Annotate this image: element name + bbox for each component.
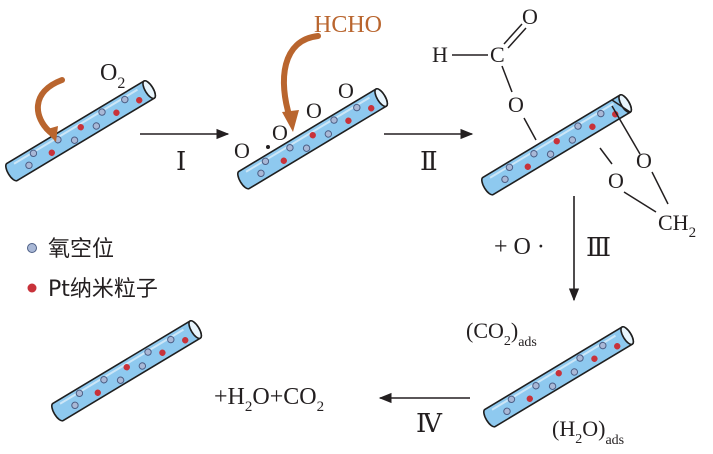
bond-o-surface — [523, 117, 537, 141]
formate-h: H — [432, 42, 448, 67]
formate-c: C — [490, 42, 505, 67]
o2-label: O2 — [100, 60, 125, 92]
curved-arrow-hcho-head — [282, 110, 299, 132]
step-label-2: Ⅱ — [420, 147, 438, 176]
co2-ads-label: (CO2)ads — [466, 318, 537, 350]
formate-o-bottom: O — [508, 92, 524, 117]
products-label: +H2O+CO2 — [214, 384, 324, 415]
plus-o-radical: + O · — [494, 234, 545, 260]
nanotube-regenerated — [48, 317, 205, 424]
legend-vacancy-label: 氧空位 — [48, 237, 114, 262]
bond-c-o-double-a — [503, 23, 523, 45]
step-label-3: Ⅲ — [586, 233, 611, 262]
legend-vacancy-marker — [27, 243, 37, 253]
radical-dot — [266, 145, 270, 149]
bond-o-ch2-left — [623, 191, 657, 213]
hcho-label: HCHO — [314, 12, 382, 38]
step-label-1: Ⅰ — [176, 147, 186, 176]
bond-surface-o-right — [611, 99, 631, 113]
h2o-ads-label: (H2O)ads — [552, 416, 624, 448]
nanotube-initial — [2, 77, 159, 184]
curved-arrow-hcho — [281, 33, 321, 121]
bond-surface-to-o — [611, 105, 641, 155]
curved-arrow-o2 — [35, 77, 65, 135]
adsorbed-o-1: O — [234, 138, 250, 163]
bond-surface-o-left — [599, 147, 613, 165]
adsorbed-o-2: O — [272, 120, 288, 145]
legend-pt-marker — [27, 283, 37, 293]
step-label-4: Ⅳ — [416, 409, 443, 438]
methylene-o-left: O — [608, 168, 624, 193]
bond-c-o-double-b — [507, 27, 527, 49]
methylene-ch2: CH2 — [658, 210, 696, 241]
bond-o-ch2-right — [651, 171, 669, 205]
adsorbed-o-4: O — [338, 78, 354, 103]
curved-arrow-o2-head — [44, 126, 58, 142]
formate-o-top: O — [522, 4, 538, 29]
legend-pt-label: Pt纳米粒子 — [48, 277, 158, 302]
adsorbed-o-3: O — [306, 98, 322, 123]
methylene-o-right: O — [636, 148, 652, 173]
bond-c-o — [501, 65, 513, 93]
